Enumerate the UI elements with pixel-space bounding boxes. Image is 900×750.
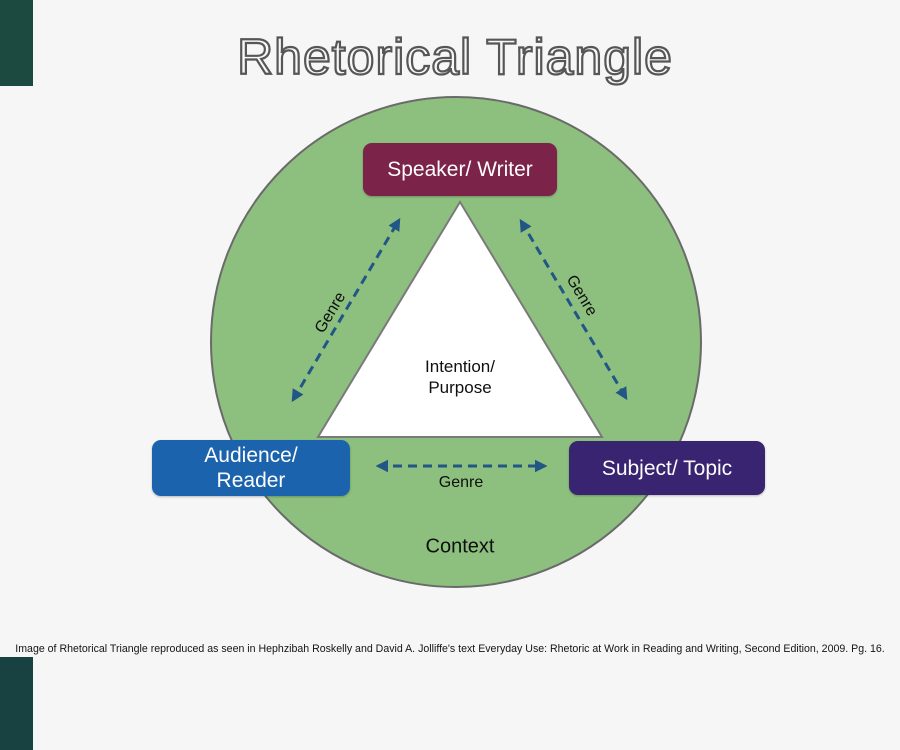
genre-arrow-right [519,218,628,401]
subject-topic-node: Subject/ Topic [569,441,765,495]
genre-label-bottom: Genre [438,474,484,491]
audience-reader-label-line1: Audience/ [204,444,298,467]
speaker-writer-node: Speaker/ Writer [363,143,557,196]
corner-block-bottom-left [0,657,33,750]
intention-purpose-label: Intention/ Purpose [380,356,540,398]
purpose-line: Purpose [428,378,492,397]
intention-line: Intention/ [425,357,495,376]
speaker-writer-label: Speaker/ Writer [387,158,533,181]
citation-caption: Image of Rhetorical Triangle reproduced … [15,643,885,655]
audience-reader-node: Audience/ Reader [152,440,350,496]
page-title: Rhetorical Triangle [237,29,673,85]
corner-block-top-left [0,0,33,86]
context-label: Context [425,535,495,558]
genre-arrow-left [291,217,401,403]
audience-reader-label-line2: Reader [216,469,286,492]
subject-topic-label: Subject/ Topic [601,456,733,480]
